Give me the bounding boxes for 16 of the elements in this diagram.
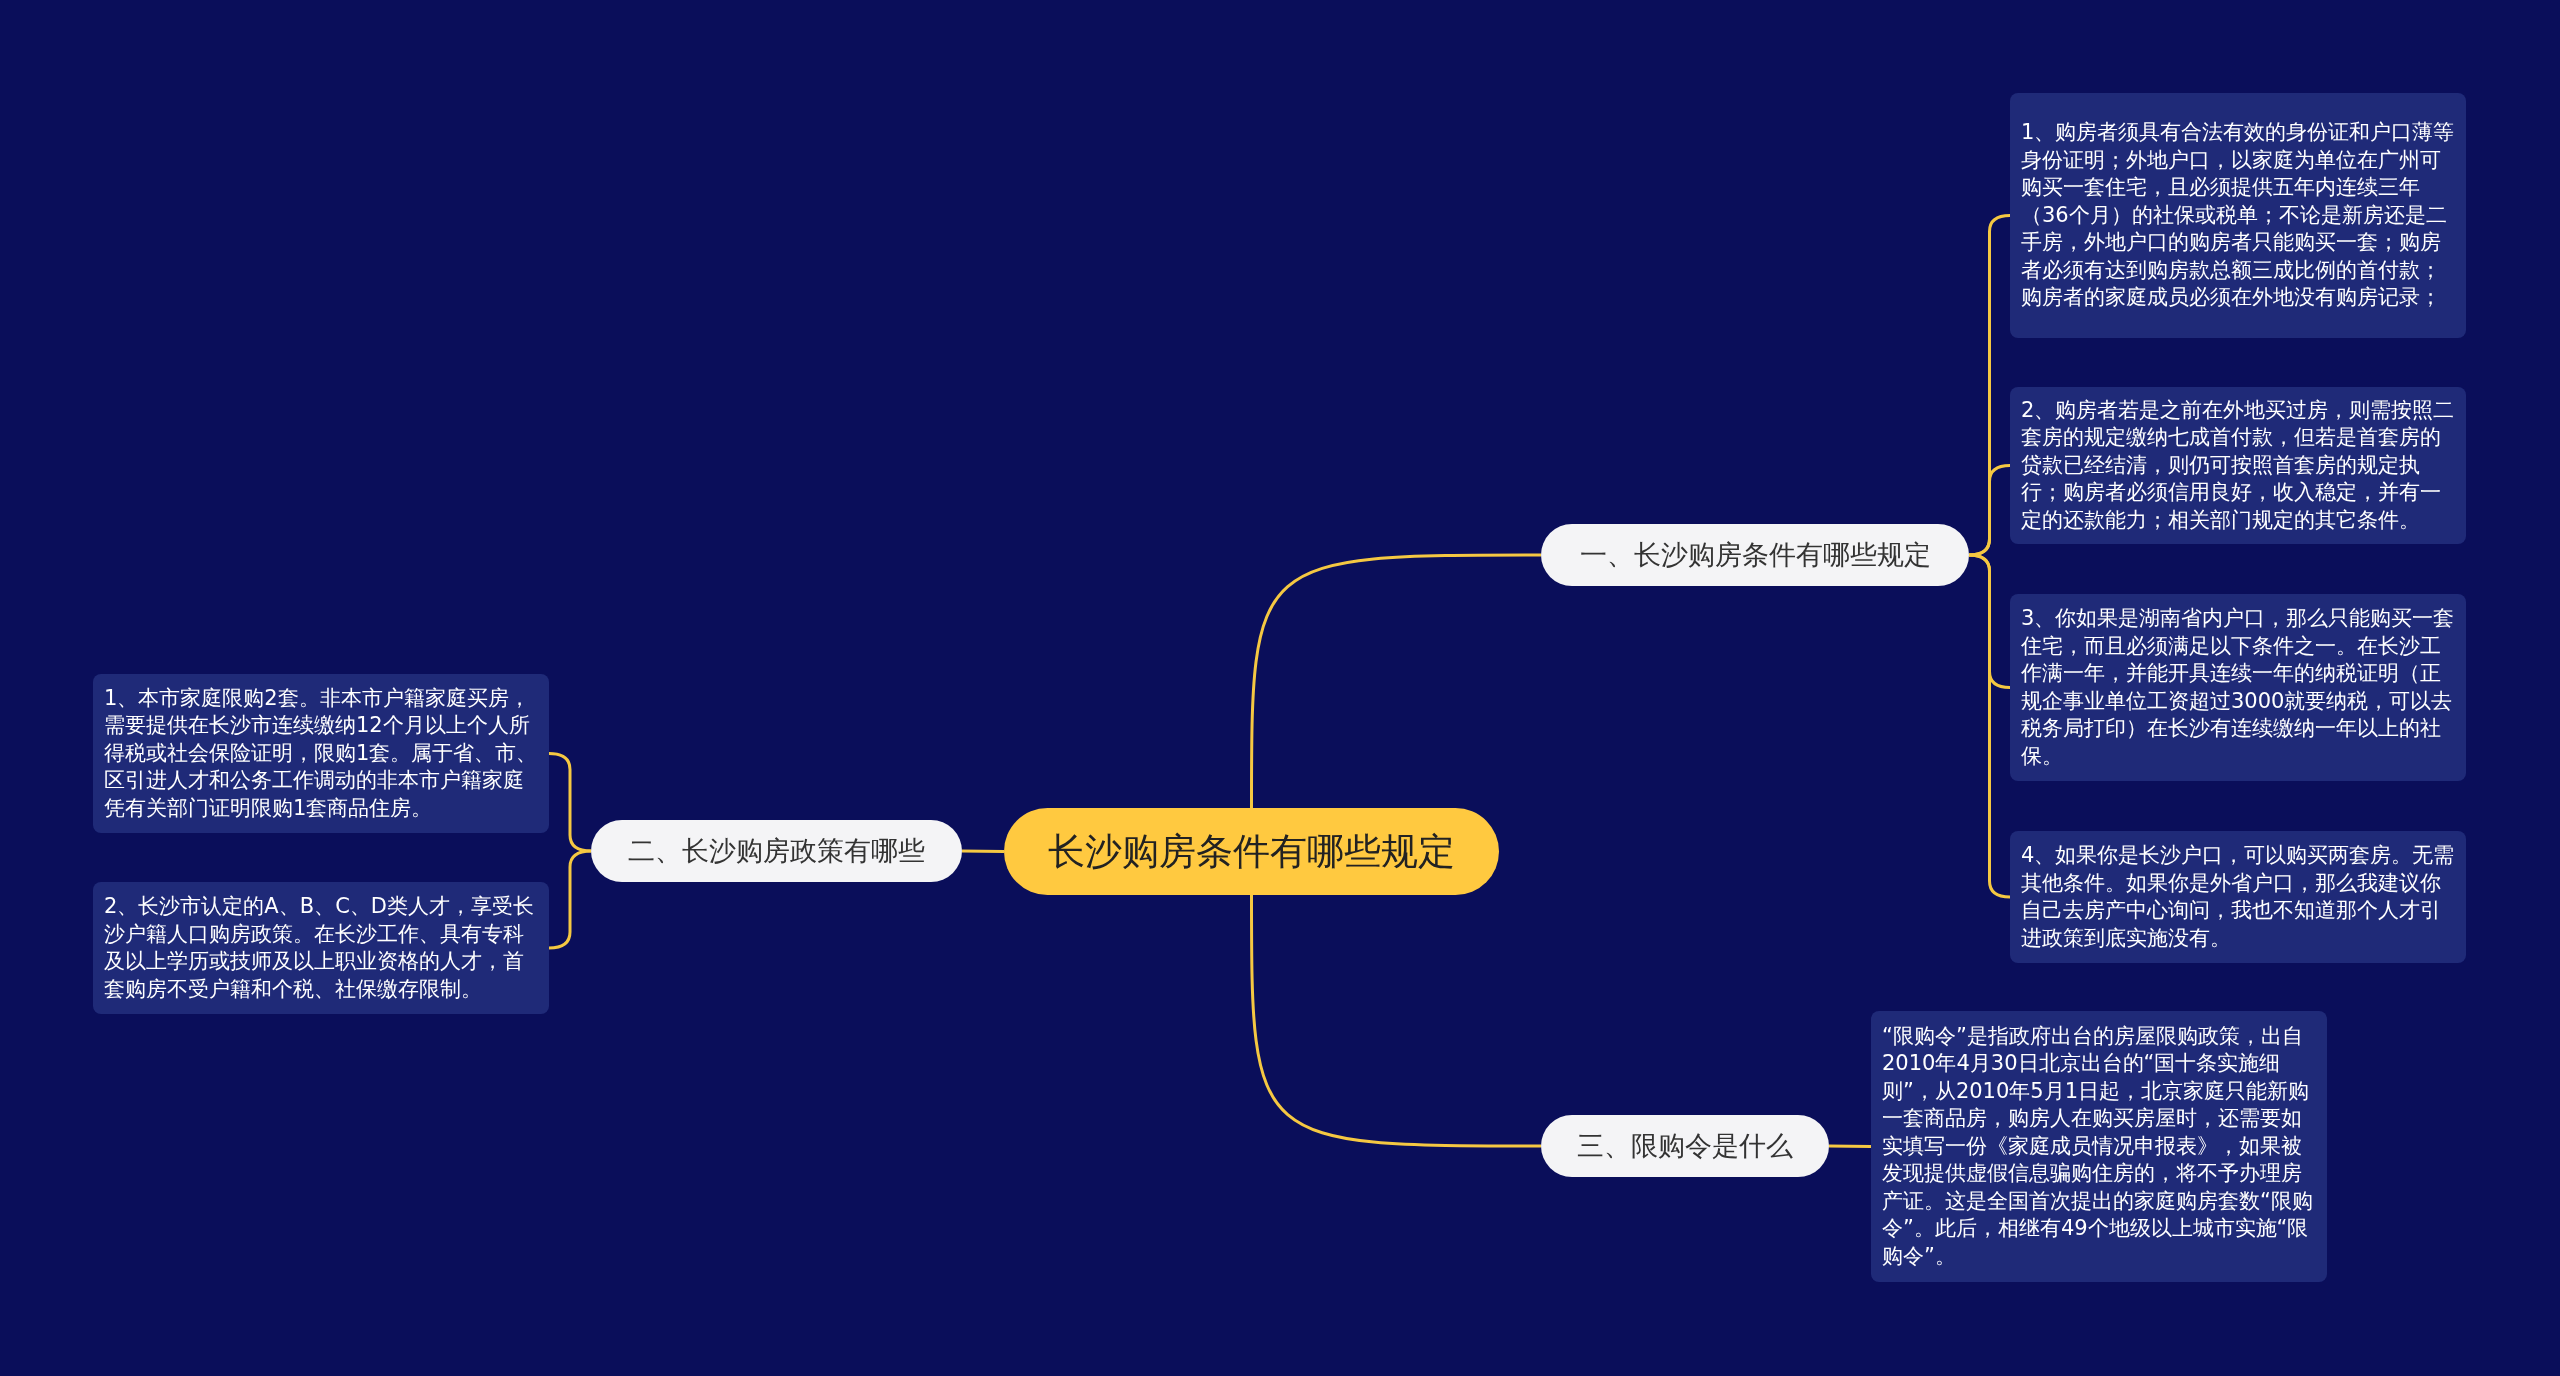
connector — [962, 849, 1004, 853]
connector — [1250, 553, 1541, 808]
connector — [1829, 1144, 1871, 1148]
topic-pill: 二、长沙购房政策有哪些 — [591, 820, 962, 882]
connector — [1250, 895, 1541, 1148]
note-card: 3、你如果是湖南省内户口，那么只能购买一套住宅，而且必须满足以下条件之一。在长沙工作满一年，并能开具连续一年的纳税证明（正规企事业单位工资超过3000就要纳税，可以去税务局打印）在长沙有连续缴纳一年以上的社保。 — [2010, 594, 2466, 781]
note-card: 4、如果你是长沙户口，可以购买两套房。无需其他条件。如果你是外省户口，那么我建议你自己去房产中心询问，我也不知道那个人才引进政策到底实施没有。 — [2010, 831, 2466, 963]
note-card: 2、长沙市认定的A、B、C、D类人才，享受长沙户籍人口购房政策。在长沙工作、具有专科及以上学历或技师及以上职业资格的人才，首套购房不受户籍和个税、社保缴存限制。 — [93, 882, 549, 1014]
connector — [1968, 464, 2011, 557]
topic-pill: 三、限购令是什么 — [1541, 1115, 1829, 1177]
note-card: 2、购房者若是之前在外地买过房，则需按照二套房的规定缴纳七成首付款，但若是首套房的贷款已经结清，则仍可按照首套房的规定执行；购房者必须信用良好，收入稳定，并有一定的还款能力；相关部门规定的其它条件。 — [2010, 387, 2466, 544]
note-card: “限购令”是指政府出台的房屋限购政策，出自2010年4月30日北京出台的“国十条实施细则”，从2010年5月1日起，北京家庭只能新购一套商品房，购房人在购买房屋时，还需要如实填写一份《家庭成员情况申报表》，如果被发现提供虚假信息骗购住房的，将不予办理房产证。这是全国首次提出的家庭购房套数“限购令”。此后，相继有49个地级以上城市实施“限购令”。 — [1871, 1011, 2327, 1282]
note-card: 1、购房者须具有合法有效的身份证和户口薄等身份证明；外地户口，以家庭为单位在广州可购买一套住宅，且必须提供五年内连续三年（36个月）的社保或税单；不论是新房还是二手房，外地户口的购房者只能购买一套；购房者必须有达到购房款总额三成比例的首付款；购房者的家庭成员必须在外地没有购房记录； — [2010, 93, 2466, 338]
central-topic: 长沙购房条件有哪些规定 — [1004, 808, 1499, 895]
topic-pill: 一、长沙购房条件有哪些规定 — [1541, 524, 1969, 586]
note-card: 1、本市家庭限购2套。非本市户籍家庭买房，需要提供在长沙市连续缴纳12个月以上个人所得税或社会保险证明，限购1套。属于省、市、区引进人才和公务工作调动的非本市户籍家庭凭有关部门证明限购1套商品住房。 — [93, 674, 549, 833]
